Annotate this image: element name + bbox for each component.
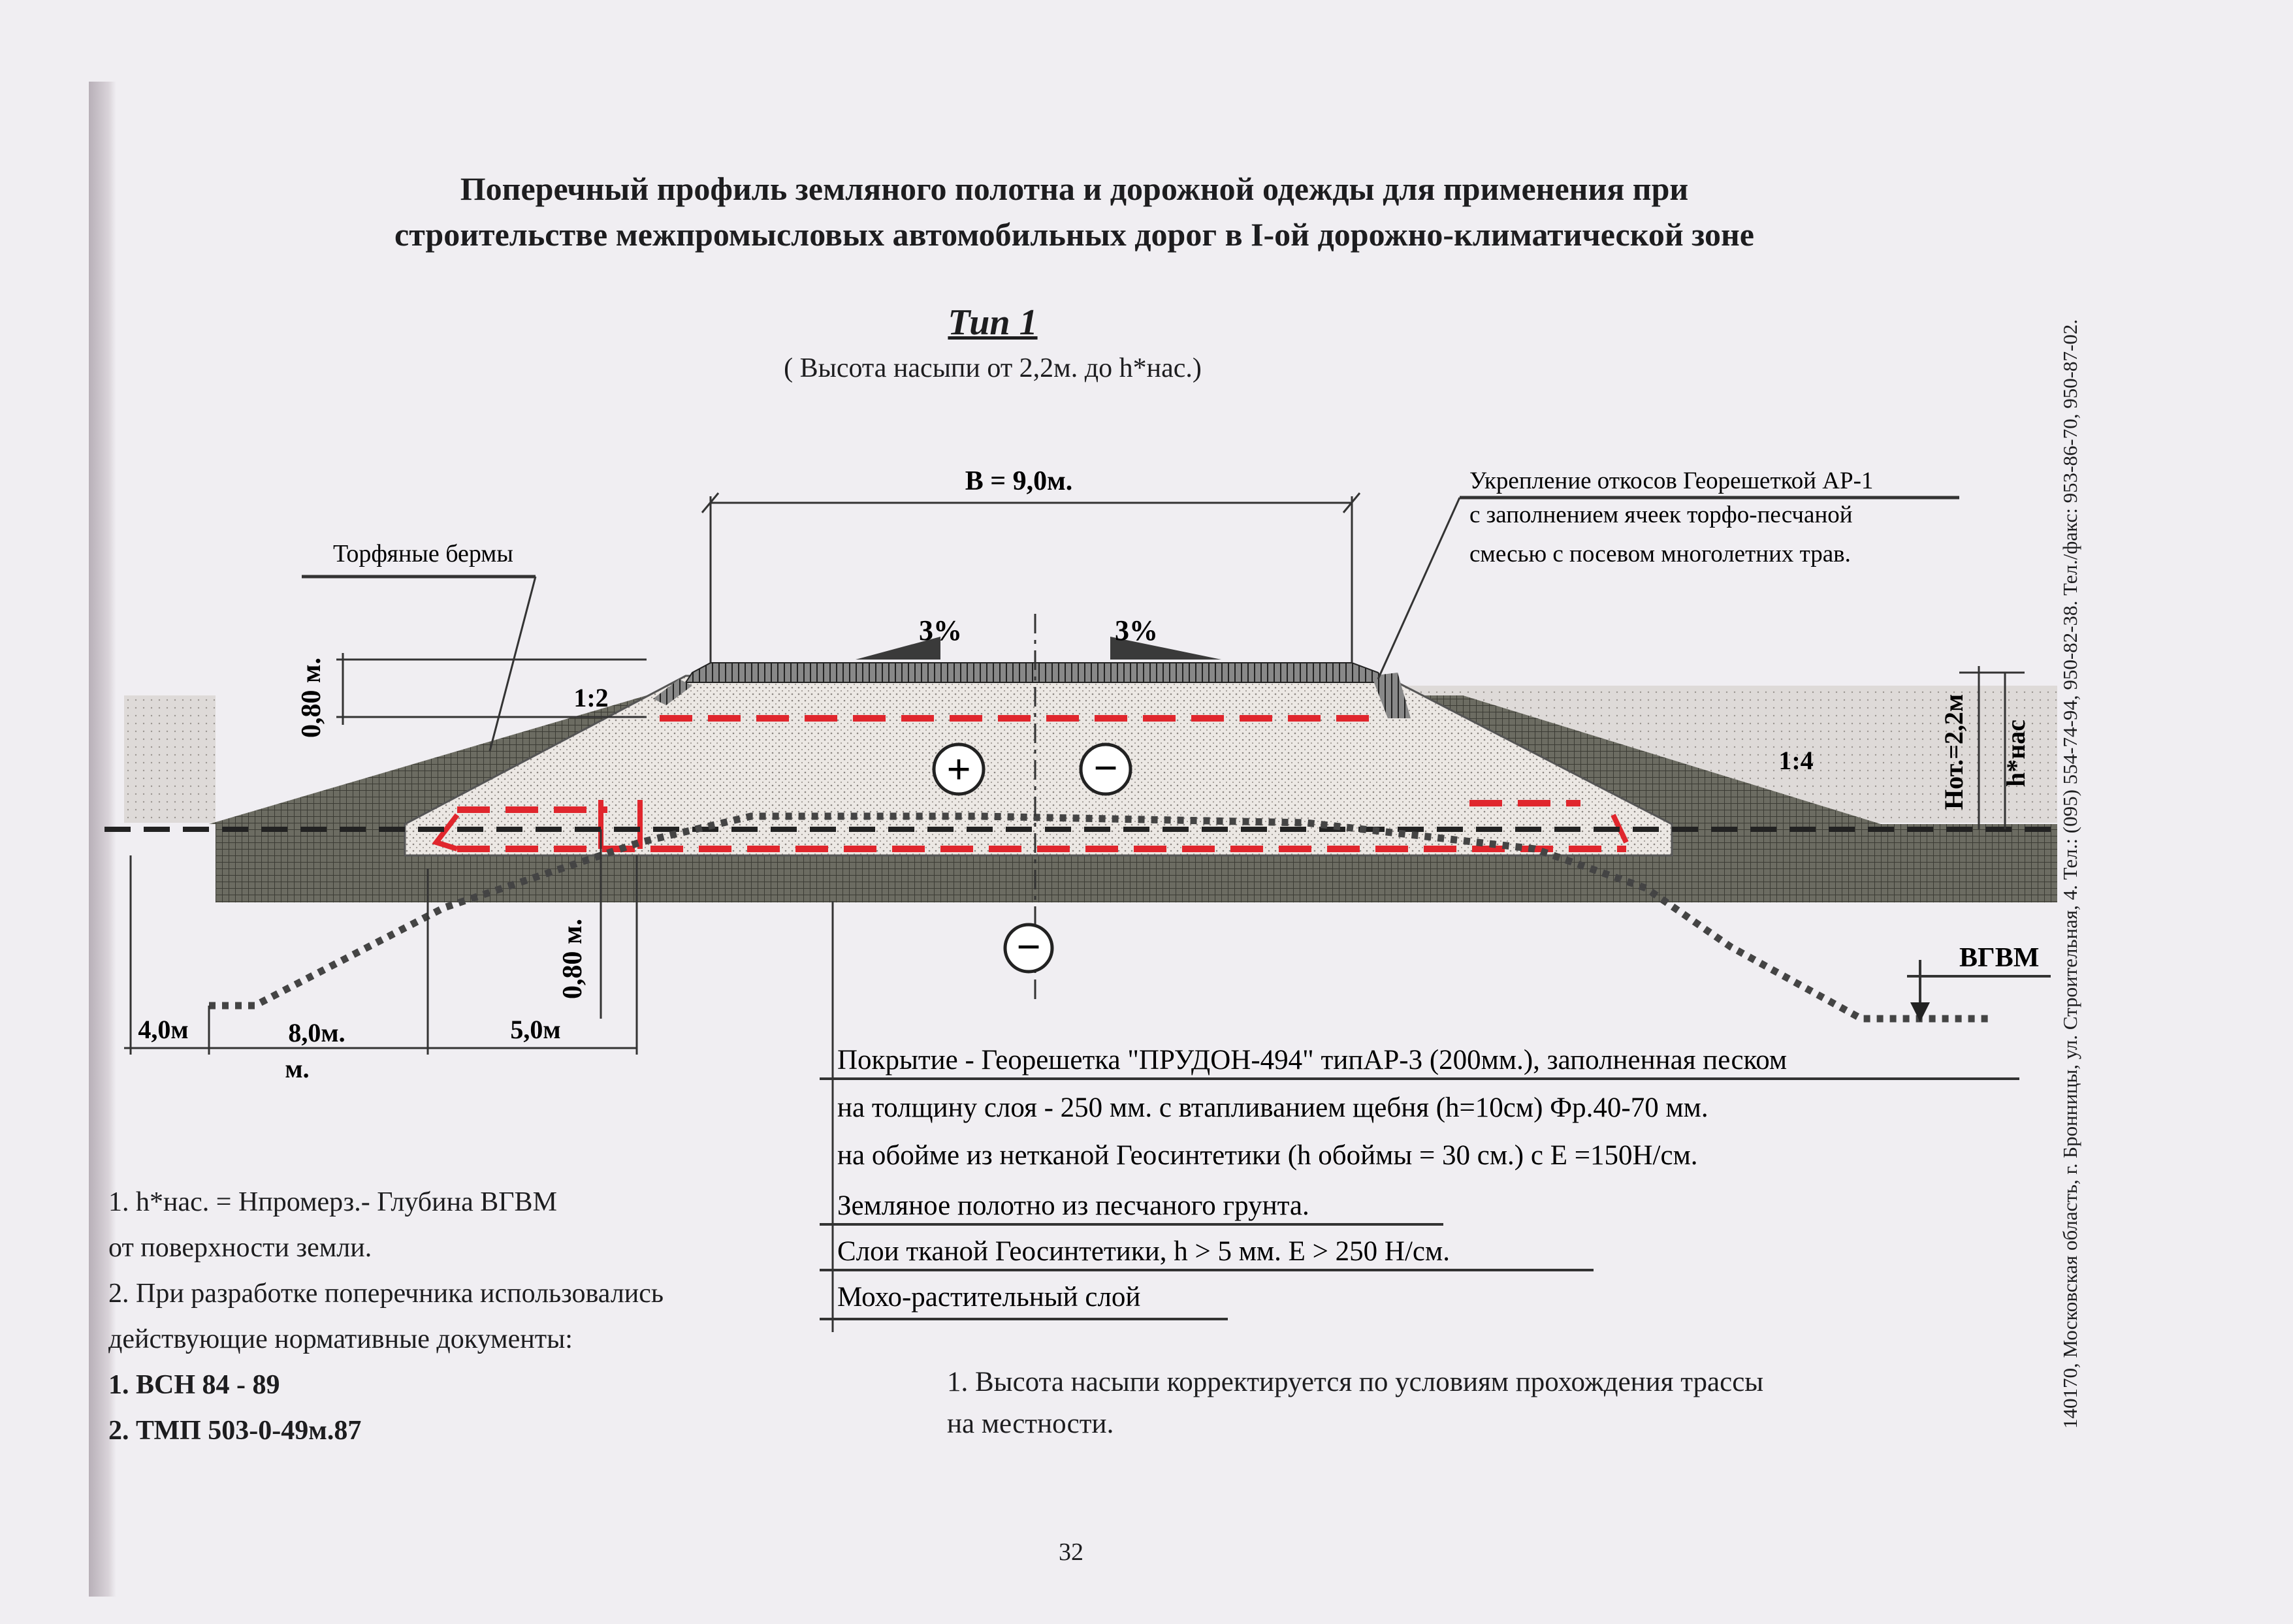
layer-1: Покрытие - Георешетка "ПРУДОН-494" типАР…	[837, 1045, 1787, 1075]
layer-4: Земляное полотно из песчаного грунта.	[837, 1190, 1309, 1221]
note-1a: 1. h*нас. = Нпромерз.- Глубина ВГВМ	[108, 1187, 557, 1217]
bottom-dimensions	[124, 829, 834, 1332]
vgvm-line	[209, 812, 1992, 1023]
legend-lines	[820, 1077, 2019, 1320]
dim-b-unit: м.	[285, 1054, 309, 1083]
slope-arrow-right	[1110, 637, 1221, 660]
slope-reinforcement	[1371, 673, 1411, 718]
dim-b: 8,0м.	[288, 1018, 345, 1047]
type-subtitle: ( Высота насыпи от 2,2м. до h*нас.)	[784, 353, 1202, 383]
plus-circle	[932, 742, 986, 796]
geotextile-lines	[457, 715, 1626, 852]
slope-right-label: 3%	[1115, 614, 1158, 646]
minus-sign: −	[1093, 744, 1118, 792]
note-bottom-1: 1. Высота насыпи корректируется по услов…	[947, 1367, 1764, 1397]
natural-ground-left	[124, 695, 216, 823]
minus-circle-bottom	[1003, 923, 1054, 974]
slope-left-label: 3%	[919, 614, 962, 646]
minus-sign-bottom: −	[1016, 923, 1041, 971]
peat-berm-right	[1424, 695, 1881, 824]
vgvm-label: ВГВМ	[1959, 943, 2039, 973]
doc-1: 1. ВСН 84 - 89	[108, 1370, 280, 1400]
ratio-left: 1:2	[573, 683, 608, 712]
width-dimension	[701, 492, 1361, 663]
note-2a: 2. При разработке поперечника использова…	[108, 1279, 664, 1309]
height-top-label: 0,80 м.	[297, 658, 327, 738]
note-bottom: 1. Высота насыпи корректируется по услов…	[947, 1361, 1763, 1445]
note-bottom-2: на местности.	[947, 1409, 1114, 1439]
slope-reinforcement-left	[653, 679, 692, 705]
minus-circle	[1079, 742, 1132, 796]
dim-a: 4,0м	[138, 1015, 188, 1044]
hot-label: Нот.=2,2м	[1939, 694, 1968, 810]
slope-arrow-left	[856, 637, 940, 660]
layer-5: Слои тканой Геосинтетики, h > 5 мм. Е > …	[837, 1236, 1450, 1267]
company-address: 140170, Московская область, г. Бронницы,…	[2059, 319, 2081, 1429]
scan-edge	[89, 82, 116, 1597]
title-line-2: строительстве межпромысловых автомобильн…	[394, 216, 1754, 253]
title-line-1: Поперечный профиль земляного полотна и д…	[460, 170, 1689, 207]
layer-2: на толщину слоя - 250 мм. с втапливанием…	[837, 1092, 1708, 1123]
notes-left: 1. h*нас. = Нпромерз.- Глубина ВГВМ от п…	[108, 1179, 664, 1454]
note-1b: от поверхности земли.	[108, 1233, 372, 1263]
width-label: B = 9,0м.	[965, 466, 1073, 496]
hnas-label: h*нас	[2001, 720, 2030, 787]
ratio-right: 1:4	[1778, 746, 1813, 775]
peat-berm-label: Торфяные бермы	[333, 540, 513, 567]
height-bottom-label: 0,80 м.	[558, 919, 588, 999]
doc-2: 2. ТМП 503-0-49м.87	[108, 1416, 362, 1446]
slope-reinforce-1: Укрепление откосов Георешеткой АР-1	[1469, 468, 1873, 494]
peat-berm-left	[209, 695, 686, 824]
plus-sign: +	[946, 746, 971, 793]
vgvm-arrow	[1910, 1002, 1930, 1022]
note-2b: действующие нормативные документы:	[108, 1324, 573, 1354]
slope-reinforce-2: с заполнением ячеек торфо-песчаной	[1469, 502, 1853, 528]
page-number: 32	[1059, 1538, 1083, 1566]
layer-3: на обойме из нетканой Геосинтетики (h об…	[837, 1140, 1698, 1171]
dim-c: 5,0м	[510, 1015, 560, 1044]
height-dimension-left	[336, 653, 647, 725]
type-label: Тип 1	[948, 302, 1038, 343]
layer-6: Мохо-растительный слой	[837, 1282, 1140, 1313]
slope-reinforce-3: смесью с посевом многолетних трав.	[1469, 541, 1851, 567]
height-dimension-right	[1959, 666, 2025, 829]
